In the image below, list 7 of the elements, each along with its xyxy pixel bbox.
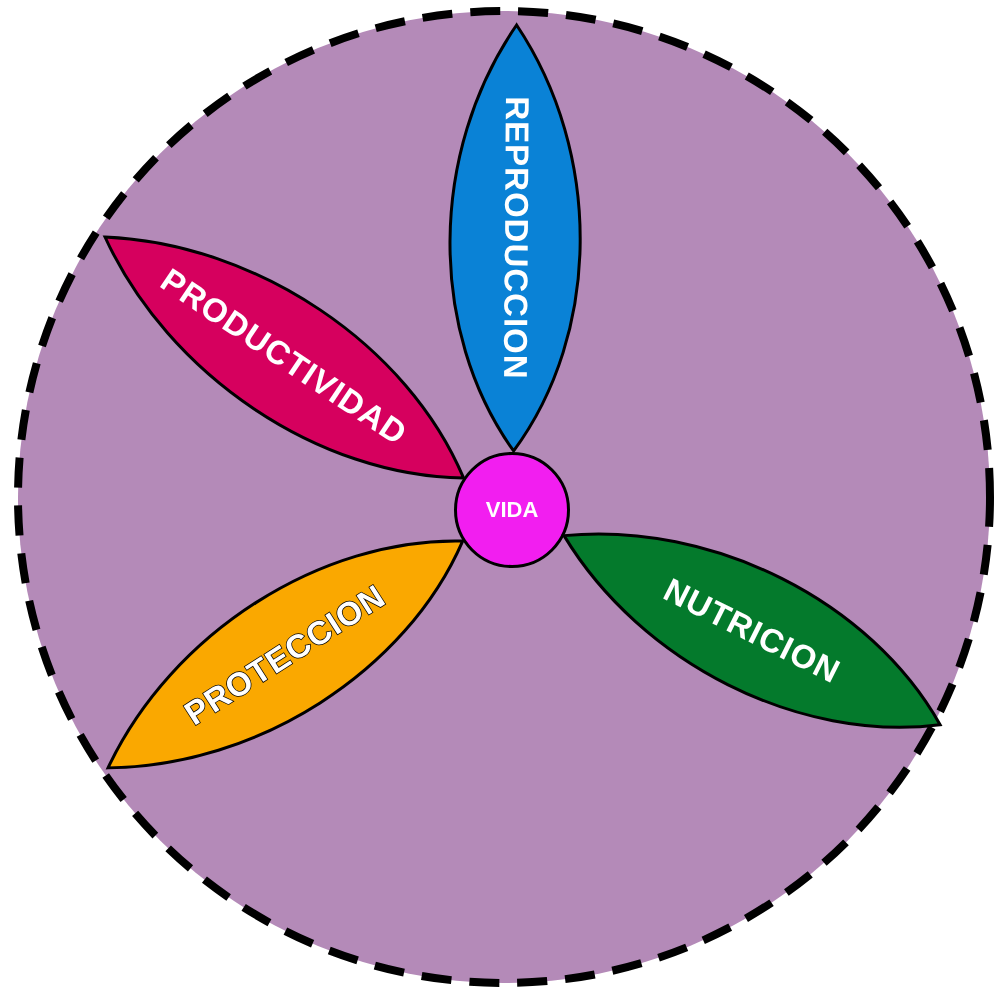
petal-shape <box>106 539 465 770</box>
petal-shape <box>448 23 583 453</box>
petal-label: REPRODUCCION <box>495 96 536 380</box>
petal-shape <box>562 532 943 730</box>
dashed-circle <box>13 6 995 988</box>
center-label: VIDA <box>485 497 539 523</box>
petal-shape <box>103 235 466 480</box>
